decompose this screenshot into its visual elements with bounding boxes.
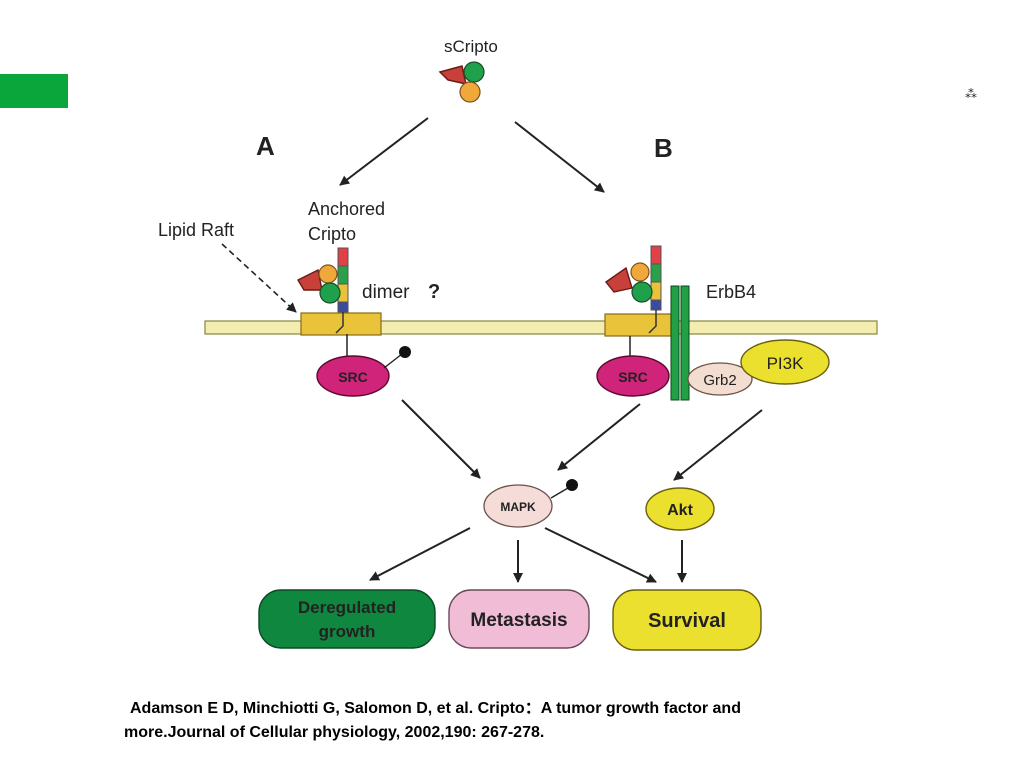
corner-artifact: ⁂ (965, 87, 977, 101)
lipid-raft-a (300, 312, 382, 336)
arrow-mapk-to-deregulated-growth (369, 527, 471, 581)
mapk-node (483, 484, 553, 528)
citation-line-2: more.Journal of Cellular physiology, 200… (124, 724, 545, 741)
deregulated-growth-label-line1: Deregulated (298, 598, 396, 617)
akt-node (645, 487, 715, 531)
src-b-label: SRC (618, 369, 648, 385)
dimer-question-mark: ? (428, 281, 440, 303)
lipid-raft-b (604, 313, 672, 337)
lipid-raft-pointer-arrow (221, 243, 297, 313)
grb2-node (687, 362, 753, 396)
mapk-label: MAPK (500, 500, 536, 514)
cripto-signaling-diagram: ⁂ sCripto A B Lipid Raft Anchored Cripto… (158, 37, 977, 651)
erbb4-receptor-left (670, 285, 680, 401)
arrow-mapk-to-survival (544, 527, 657, 583)
pi3k-node (740, 339, 830, 385)
panel-b-label: B (654, 133, 673, 163)
anchored-cripto-label-line2: Cripto (308, 224, 356, 244)
erbb4-receptor-right (680, 285, 690, 401)
metastasis-box (448, 589, 590, 649)
src-a-phospho-icon (399, 346, 411, 358)
panel-a-label: A (256, 131, 275, 161)
scripto-molecule-icon (438, 61, 485, 103)
src-a-phospho-link (383, 353, 403, 369)
lipid-raft-label: Lipid Raft (158, 220, 234, 240)
src-a-node (316, 355, 390, 397)
mapk-phospho-link (550, 487, 569, 499)
mapk-phospho-icon (566, 479, 578, 491)
cripto-erbb4-complex-icon (604, 245, 672, 337)
anchored-cripto-label-line1: Anchored (308, 199, 385, 219)
arrow-scripto-to-a (339, 117, 429, 186)
anchored-cripto-dimer-icon (297, 247, 382, 336)
arrow-pi3k-to-akt (673, 409, 763, 481)
arrow-src-b-to-mapk (557, 403, 641, 471)
akt-label: Akt (667, 502, 693, 519)
deregulated-growth-label-line2: growth (319, 622, 376, 641)
pi3k-label: PI3K (767, 354, 805, 373)
green-accent-bar (0, 74, 68, 108)
arrow-src-a-to-mapk (401, 399, 481, 479)
dimer-label: dimer (362, 282, 410, 303)
erbb4-label: ErbB4 (706, 282, 756, 302)
src-b-node (596, 355, 670, 397)
survival-label: Survival (648, 610, 726, 632)
arrow-scripto-to-b (514, 121, 605, 193)
deregulated-growth-box (258, 589, 436, 649)
citation-line-1: Adamson E D, Minchiotti G, Salomon D, et… (130, 700, 741, 717)
metastasis-label: Metastasis (470, 610, 567, 631)
scripto-label: sCripto (444, 37, 498, 56)
src-a-label: SRC (338, 369, 368, 385)
citation: Adamson E D, Minchiotti G, Salomon D, et… (124, 697, 914, 745)
grb2-label: Grb2 (703, 372, 736, 389)
survival-box (612, 589, 762, 651)
